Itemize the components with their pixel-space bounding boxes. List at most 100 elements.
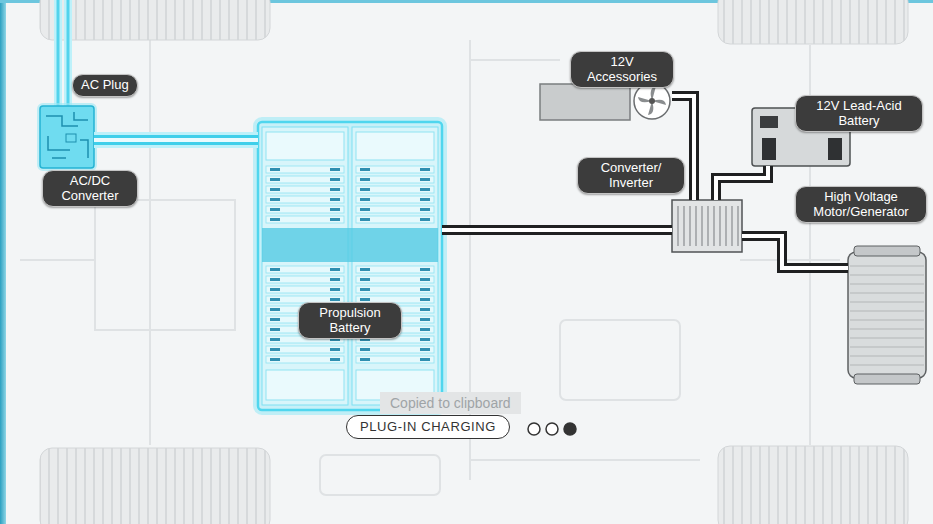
battery-box: Propulsion Battery (258, 122, 442, 410)
battery-cells-part (270, 358, 280, 361)
battery-cells-part (330, 358, 340, 361)
battery-cells-part (360, 188, 370, 191)
battery-cells-part (420, 348, 430, 351)
battery-cells-part (266, 206, 344, 213)
battery-cells-part (330, 198, 340, 201)
wire-gap (716, 166, 768, 200)
ac-dc-converter-part (66, 134, 76, 142)
chassis-frame (20, 40, 840, 510)
battery-cells-part (360, 198, 370, 201)
battery-cells-part (356, 186, 434, 193)
motor-generator (848, 246, 926, 384)
battery-cells-part (420, 188, 430, 191)
propulsion-battery-part (266, 370, 344, 400)
battery-cells-part (270, 198, 280, 201)
inverter-box: Converter/ Inverter (672, 200, 742, 252)
node-label: Converter/ Inverter (577, 157, 685, 194)
battery-cells-part (330, 218, 340, 221)
battery-cells-part (356, 276, 434, 283)
ac-plug-cable-part (54, 0, 62, 108)
battery-cells-part (330, 278, 340, 281)
motor-generator-part (850, 283, 924, 284)
battery-cells-part (420, 338, 430, 341)
battery-cells-part (266, 286, 344, 293)
chassis-frame-part (470, 40, 700, 480)
propulsion-battery (258, 122, 442, 410)
node-label: PLUG-IN CHARGING (346, 415, 510, 439)
toast-label: Copied to clipboard (380, 392, 521, 414)
motor-generator-part (850, 274, 924, 275)
battery-cells-part (356, 216, 434, 223)
battery-cells-part (356, 356, 434, 363)
wire-outer (742, 236, 848, 268)
propulsion-battery-part (352, 127, 438, 405)
battery-cells-part (270, 168, 280, 171)
propulsion-battery-part (262, 228, 438, 262)
ac-dc-converter-part (40, 106, 94, 168)
battery-cells-part (270, 348, 280, 351)
converter-inverter-part (731, 206, 732, 246)
battery-cells-part (270, 278, 280, 281)
wire-outer (716, 166, 768, 200)
accessories-part (649, 98, 655, 104)
battery-cells-part (356, 196, 434, 203)
battery-cells-part (360, 178, 370, 181)
battery-cells-part (270, 268, 280, 271)
battery-cells-part (270, 318, 280, 321)
progress-dots-part (546, 423, 558, 435)
battery-cells-part (420, 298, 430, 301)
battery-cells-part (266, 346, 344, 353)
battery-cells-part (420, 168, 430, 171)
motor-generator-part (850, 355, 924, 356)
chassis-frame-part (560, 320, 680, 400)
battery-cells-part (330, 168, 340, 171)
wire-gap (742, 236, 848, 268)
battery-cells-part (356, 176, 434, 183)
accessories-part (540, 84, 630, 120)
motor-generator-part (850, 328, 924, 329)
battery-cells-part (356, 286, 434, 293)
battery-cells-part (270, 178, 280, 181)
lead-acid-box: 12V Lead-Acid Battery (752, 106, 850, 166)
battery-cells-part (266, 166, 344, 173)
battery-cells-part (420, 218, 430, 221)
converter-box: AC/DC Converter (40, 106, 94, 168)
converter-inverter-part (719, 206, 720, 246)
battery-cells-part (266, 266, 344, 273)
battery-cells-part (360, 218, 370, 221)
battery-cells-part (360, 288, 370, 291)
motor-generator-part (850, 265, 924, 266)
edge-strip (0, 0, 6, 524)
wheel-part (718, 0, 908, 44)
ac-plug-label: AC Plug (72, 74, 138, 97)
wire-outer (94, 135, 258, 145)
battery-cells-part (270, 188, 280, 191)
progress-dots-part (564, 423, 576, 435)
battery-cells-part (356, 346, 434, 353)
battery-cells-part (330, 298, 340, 301)
propulsion-battery-part (258, 122, 442, 410)
converter-inverter-part (672, 200, 742, 252)
battery-cells-part (420, 288, 430, 291)
wire-connector (94, 140, 258, 141)
battery-cells-part (330, 208, 340, 211)
converter-inverter-part (737, 206, 738, 246)
motor-generator-part (848, 252, 926, 378)
battery-cells-part (270, 298, 280, 301)
battery-cells-part (330, 268, 340, 271)
battery-cells-part (330, 188, 340, 191)
motor-generator-part (850, 346, 924, 347)
battery-cells-part (360, 348, 370, 351)
battery-cells-part (330, 348, 340, 351)
ac-plug-cable-part (57, 0, 60, 108)
wire-glow (94, 132, 258, 148)
motor-generator-part (850, 364, 924, 365)
node-label: AC/DC Converter (42, 170, 138, 207)
node-label: High Voltage Motor/Generator (795, 186, 927, 223)
battery-cells-part (420, 208, 430, 211)
ac-plug-cable-part (67, 0, 70, 108)
